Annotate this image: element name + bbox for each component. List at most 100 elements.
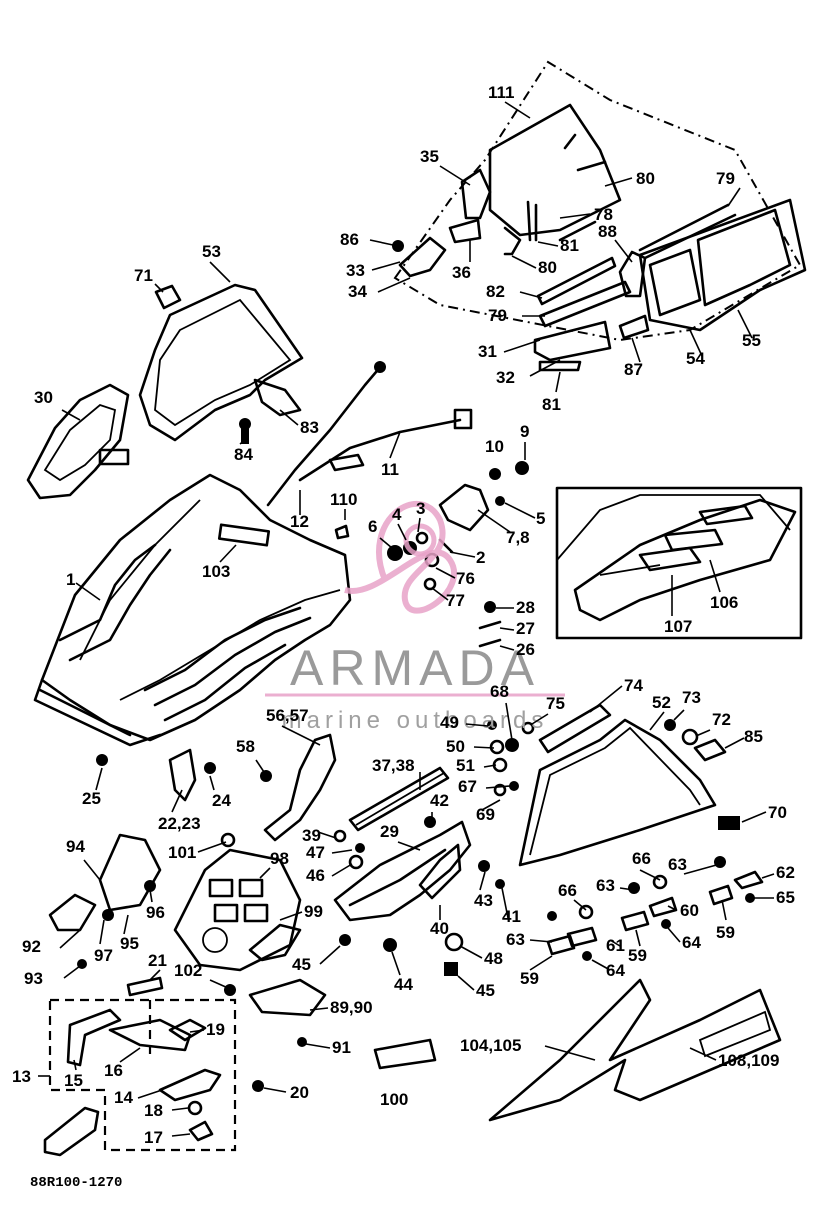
watermark: ARMADA marine outboards bbox=[265, 500, 565, 734]
callout-29: 29 bbox=[380, 822, 399, 841]
leader-line bbox=[239, 439, 246, 445]
callout-101: 101 bbox=[168, 843, 196, 862]
callout-64: 64 bbox=[682, 933, 701, 952]
callout-58: 58 bbox=[236, 737, 255, 756]
callout-81: 81 bbox=[542, 395, 561, 414]
callout-16: 16 bbox=[104, 1061, 123, 1080]
leader-line bbox=[209, 775, 215, 791]
callout-9: 9 bbox=[520, 422, 529, 441]
leader-line bbox=[501, 887, 509, 919]
callout-49: 49 bbox=[440, 713, 459, 732]
leader-line bbox=[465, 723, 489, 727]
callout-28: 28 bbox=[516, 598, 535, 617]
leader-line bbox=[154, 283, 164, 293]
leader-line bbox=[171, 789, 183, 813]
callout-64: 64 bbox=[606, 961, 625, 980]
leader-line bbox=[609, 939, 621, 947]
leader-line bbox=[171, 1107, 189, 1111]
leader-line bbox=[305, 1043, 331, 1049]
callout-51: 51 bbox=[456, 756, 475, 775]
leader-line bbox=[73, 1059, 77, 1071]
leader-line bbox=[189, 1029, 205, 1033]
clip-71 bbox=[154, 284, 182, 310]
leader-line bbox=[614, 239, 633, 263]
callout-76: 76 bbox=[456, 569, 475, 588]
callout-5: 5 bbox=[536, 509, 545, 528]
callout-4: 4 bbox=[392, 505, 402, 524]
callout-80: 80 bbox=[538, 258, 557, 277]
leader-line bbox=[397, 841, 421, 851]
callout-98: 98 bbox=[270, 849, 289, 868]
callout-52: 52 bbox=[652, 693, 671, 712]
callout-67: 67 bbox=[458, 777, 477, 796]
leader-line bbox=[573, 899, 587, 911]
clip-70 bbox=[718, 816, 740, 830]
leader-line bbox=[209, 979, 229, 989]
callout-78: 78 bbox=[594, 205, 613, 224]
callout-45: 45 bbox=[292, 955, 311, 974]
leader-line bbox=[331, 849, 353, 854]
leader-line bbox=[485, 785, 511, 789]
callout-19: 19 bbox=[206, 1020, 225, 1039]
callout-60: 60 bbox=[680, 901, 699, 920]
diagram-code: 88R100-1270 bbox=[30, 1175, 122, 1191]
callout-26: 26 bbox=[516, 640, 535, 659]
leader-line bbox=[499, 627, 515, 631]
leader-line bbox=[197, 841, 227, 853]
callout-97: 97 bbox=[94, 946, 113, 965]
callout-27: 27 bbox=[516, 619, 535, 638]
leader-line bbox=[709, 559, 721, 593]
callout-99: 99 bbox=[304, 902, 323, 921]
leader-line bbox=[635, 929, 641, 947]
trim-99 bbox=[248, 923, 302, 962]
leader-line bbox=[483, 764, 497, 768]
callout-103: 103 bbox=[202, 562, 230, 581]
callout-54: 54 bbox=[686, 349, 705, 368]
callout-48: 48 bbox=[484, 949, 503, 968]
leader-line bbox=[99, 919, 105, 945]
callout-40: 40 bbox=[430, 919, 449, 938]
callout-100: 100 bbox=[380, 1090, 408, 1109]
callout-71: 71 bbox=[134, 266, 153, 285]
callout-35: 35 bbox=[420, 147, 439, 166]
callout-77: 77 bbox=[446, 591, 465, 610]
callout-42: 42 bbox=[430, 791, 449, 810]
leader-line bbox=[457, 975, 475, 991]
label-100 bbox=[373, 1038, 437, 1070]
callout-69: 69 bbox=[476, 805, 495, 824]
leader-line bbox=[431, 587, 449, 601]
callout-56-57: 56,57 bbox=[266, 706, 309, 725]
leader-line bbox=[481, 799, 501, 811]
callout-81: 81 bbox=[560, 236, 579, 255]
leader-line bbox=[529, 955, 553, 971]
leader-line bbox=[503, 339, 541, 353]
leader-line bbox=[317, 831, 337, 839]
leader-line bbox=[219, 544, 237, 563]
leader-line bbox=[683, 863, 721, 875]
hood-1 bbox=[33, 473, 352, 747]
callout-7-8: 7,8 bbox=[506, 528, 530, 547]
leader-line bbox=[417, 517, 421, 533]
panel-98 bbox=[173, 848, 302, 972]
leader-line bbox=[61, 409, 81, 421]
leader-line bbox=[737, 309, 753, 339]
callout-41: 41 bbox=[502, 907, 521, 926]
leader-line bbox=[619, 887, 635, 891]
callout-86: 86 bbox=[340, 230, 359, 249]
leader-line bbox=[449, 551, 476, 558]
callout-15: 15 bbox=[64, 1071, 83, 1090]
bolt-84 bbox=[239, 418, 251, 444]
leader-line bbox=[209, 261, 231, 283]
callout-74: 74 bbox=[624, 676, 643, 695]
leader-line bbox=[727, 187, 741, 207]
callout-6: 6 bbox=[368, 517, 377, 536]
callout-20: 20 bbox=[290, 1083, 309, 1102]
leader-line bbox=[149, 889, 153, 903]
bracket-7-8 bbox=[438, 461, 529, 532]
callout-17: 17 bbox=[144, 1128, 163, 1147]
decal-104-105 bbox=[488, 978, 782, 1122]
trim-37-38 bbox=[348, 766, 450, 832]
leader-line bbox=[75, 582, 101, 601]
callout-85: 85 bbox=[744, 727, 763, 746]
washer-72 bbox=[681, 728, 699, 746]
